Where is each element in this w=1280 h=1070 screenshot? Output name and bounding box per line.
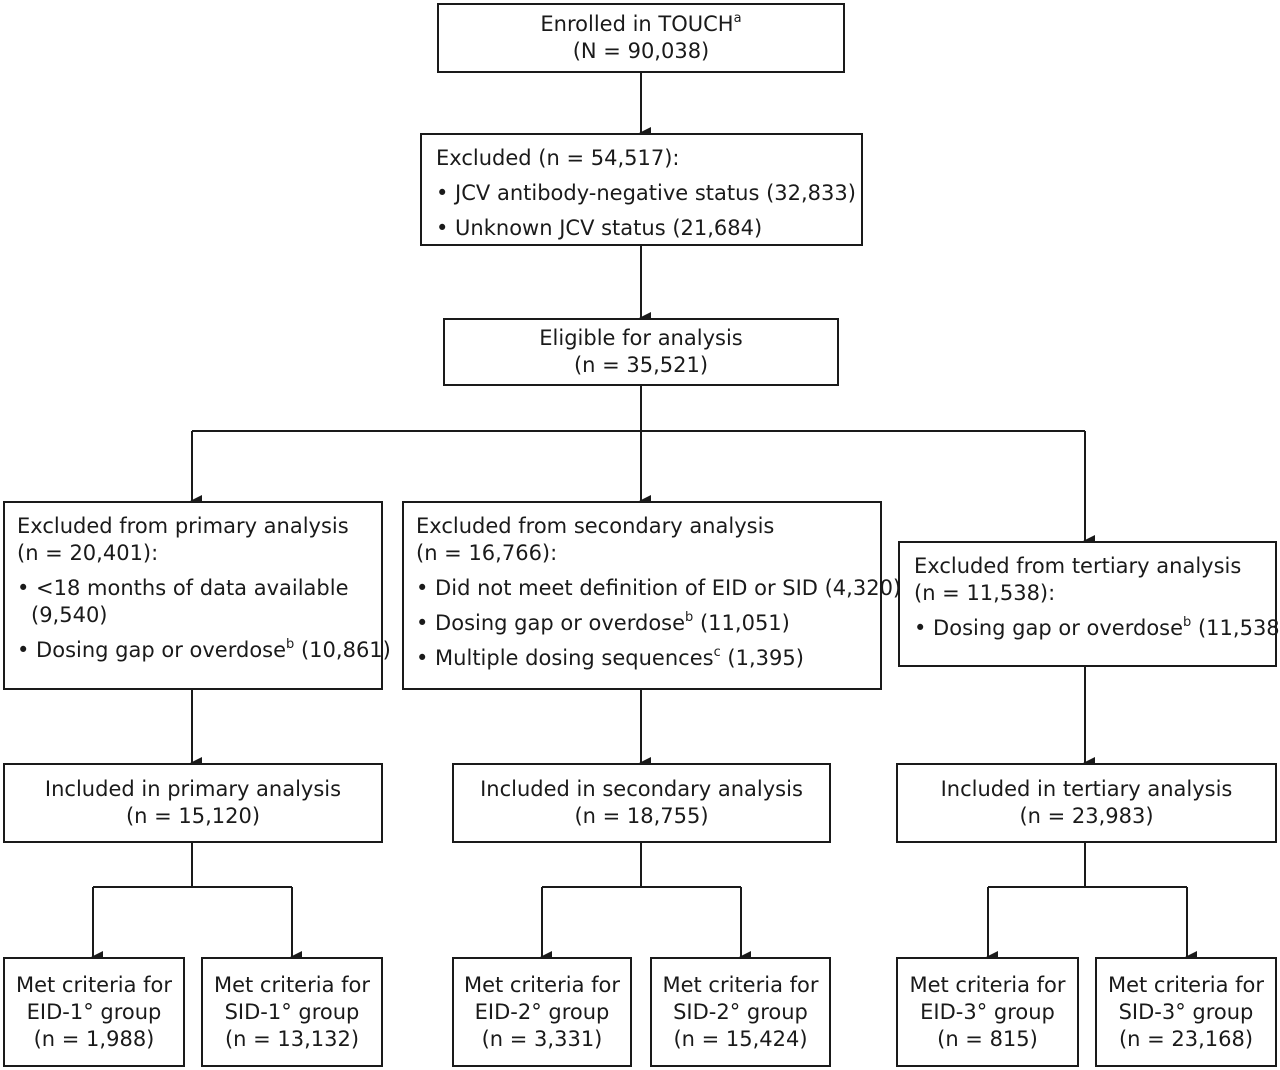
group-sid3-count: (n = 23,168) bbox=[1118, 1026, 1254, 1051]
incl-secondary-count: (n = 18,755) bbox=[574, 804, 709, 828]
excl-secondary-title: Excluded from secondary analysis bbox=[416, 514, 775, 538]
excluded-initial-title: Excluded (n = 54,517): bbox=[436, 146, 680, 170]
group-sid1-box: Met criteria for SID-1° group (n = 13,13… bbox=[201, 957, 383, 1067]
excluded-initial-box: Excluded (n = 54,517): • JCV antibody-ne… bbox=[420, 133, 863, 246]
incl-primary-count: (n = 15,120) bbox=[125, 804, 261, 828]
excl-primary-title: Excluded from primary analysis bbox=[17, 514, 349, 538]
excl-primary-box: Excluded from primary analysis (n = 20,4… bbox=[3, 501, 391, 690]
excl-primary-item-dosing: • Dosing gap or overdoseb (10,861) bbox=[17, 637, 391, 662]
enrolled-count: (N = 90,038) bbox=[572, 39, 710, 63]
excl-secondary-item-sequences: • Multiple dosing sequencesc (1,395) bbox=[416, 645, 804, 670]
group-eid3-box: Met criteria for EID-3° group (n = 815) bbox=[896, 957, 1079, 1067]
incl-tertiary-count: (n = 23,983) bbox=[1019, 804, 1154, 828]
enrolled-box: Enrolled in TOUCHa (N = 90,038) bbox=[437, 3, 845, 73]
group-eid2-box: Met criteria for EID-2° group (n = 3,331… bbox=[452, 957, 632, 1067]
group-eid3-count: (n = 815) bbox=[937, 1026, 1038, 1051]
group-sid1-line2: SID-1° group bbox=[224, 999, 360, 1024]
incl-tertiary-box: Included in tertiary analysis (n = 23,98… bbox=[896, 763, 1277, 843]
incl-secondary-title: Included in secondary analysis bbox=[480, 777, 803, 801]
eligible-count: (n = 35,521) bbox=[573, 353, 709, 377]
group-sid3-line1: Met criteria for bbox=[1107, 972, 1264, 997]
group-eid2-line1: Met criteria for bbox=[463, 972, 620, 997]
incl-primary-box: Included in primary analysis (n = 15,120… bbox=[3, 763, 383, 843]
excl-tertiary-count: (n = 11,538): bbox=[914, 581, 1056, 605]
group-eid1-box: Met criteria for EID-1° group (n = 1,988… bbox=[3, 957, 185, 1067]
group-sid3-line2: SID-3° group bbox=[1118, 999, 1254, 1024]
excluded-jcv-negative: • JCV antibody-negative status (32,833) bbox=[436, 181, 856, 205]
excl-tertiary-item-dosing: • Dosing gap or overdoseb (11,538) bbox=[914, 615, 1280, 640]
group-sid2-line2: SID-2° group bbox=[673, 999, 808, 1024]
group-eid1-line1: Met criteria for bbox=[15, 972, 172, 997]
group-eid2-count: (n = 3,331) bbox=[481, 1026, 603, 1051]
excl-tertiary-title: Excluded from tertiary analysis bbox=[914, 554, 1242, 578]
enrolled-title: Enrolled in TOUCHa bbox=[540, 11, 742, 36]
group-sid2-box: Met criteria for SID-2° group (n = 15,42… bbox=[650, 957, 831, 1067]
incl-primary-title: Included in primary analysis bbox=[44, 777, 342, 801]
group-sid2-line1: Met criteria for bbox=[662, 972, 819, 997]
group-sid1-line1: Met criteria for bbox=[213, 972, 370, 997]
group-sid3-box: Met criteria for SID-3° group (n = 23,16… bbox=[1095, 957, 1277, 1067]
excl-tertiary-box: Excluded from tertiary analysis (n = 11,… bbox=[898, 541, 1280, 667]
incl-secondary-box: Included in secondary analysis (n = 18,7… bbox=[452, 763, 831, 843]
excluded-jcv-unknown: • Unknown JCV status (21,684) bbox=[436, 216, 763, 240]
group-eid1-line2: EID-1° group bbox=[26, 999, 162, 1024]
excl-secondary-item-dosing: • Dosing gap or overdoseb (11,051) bbox=[416, 610, 790, 635]
eligible-box: Eligible for analysis (n = 35,521) bbox=[443, 318, 839, 386]
excl-primary-count: (n = 20,401): bbox=[17, 541, 159, 565]
group-sid2-count: (n = 15,424) bbox=[673, 1026, 808, 1051]
excl-primary-item-data-count: (9,540) bbox=[31, 603, 108, 627]
group-sid1-count: (n = 13,132) bbox=[224, 1026, 360, 1051]
group-eid3-line2: EID-3° group bbox=[920, 999, 1055, 1024]
group-eid1-count: (n = 1,988) bbox=[33, 1026, 155, 1051]
excl-primary-item-data: • <18 months of data available bbox=[17, 576, 349, 600]
excl-secondary-box: Excluded from secondary analysis (n = 16… bbox=[402, 501, 902, 690]
group-eid2-line2: EID-2° group bbox=[474, 999, 610, 1024]
group-eid3-line1: Met criteria for bbox=[909, 972, 1066, 997]
incl-tertiary-title: Included in tertiary analysis bbox=[940, 777, 1233, 801]
eligible-title: Eligible for analysis bbox=[539, 326, 743, 350]
excl-secondary-count: (n = 16,766): bbox=[416, 541, 558, 565]
excl-secondary-item-definition: • Did not meet definition of EID or SID … bbox=[416, 576, 902, 600]
